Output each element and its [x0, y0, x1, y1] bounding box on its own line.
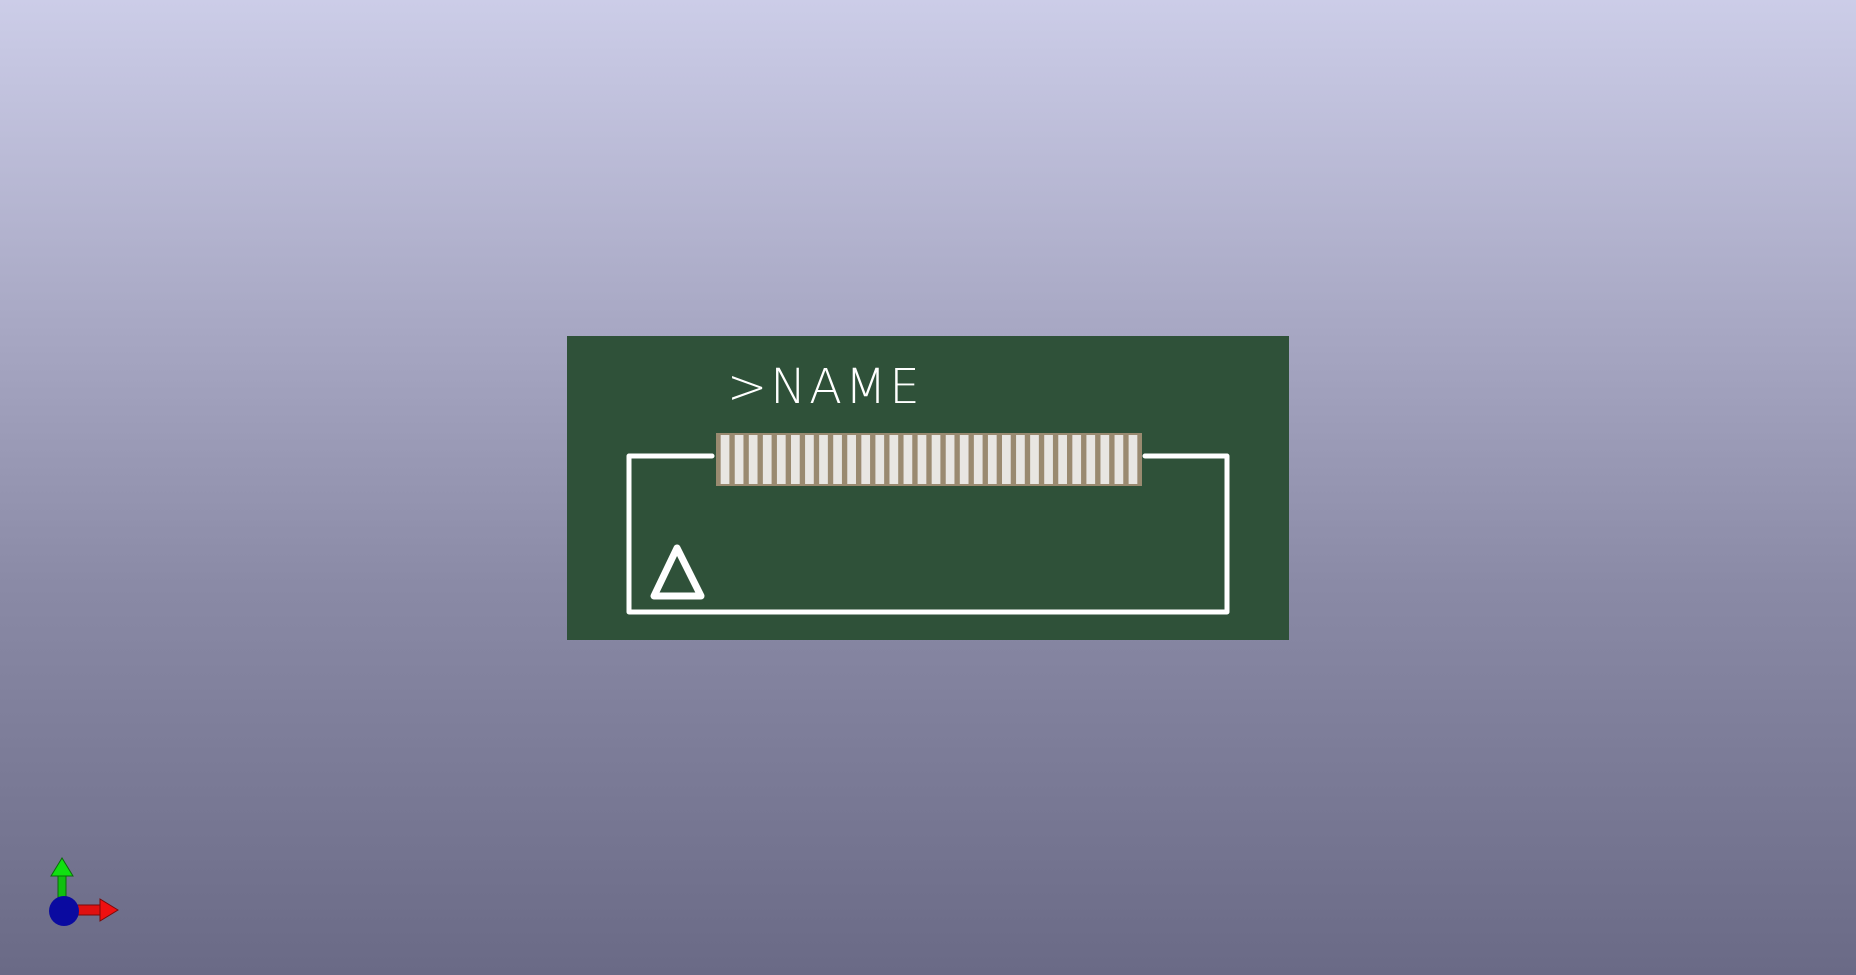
connector-pad — [973, 435, 983, 484]
connector-pad — [917, 435, 927, 484]
connector-pad — [819, 435, 828, 484]
connector-pad — [833, 435, 842, 484]
z-axis-sphere-icon — [49, 896, 79, 926]
connector-pads — [716, 433, 1142, 486]
connector-pad — [1058, 435, 1067, 484]
connector-pad — [1030, 435, 1039, 484]
y-axis-arrow-icon — [50, 857, 74, 877]
reference-designator-label: >NAME — [727, 359, 923, 415]
connector-pad — [1128, 435, 1138, 484]
connector-pad — [1002, 435, 1011, 484]
connector-pad — [1086, 435, 1096, 484]
pad-row-frame — [716, 433, 1142, 486]
connector-pad — [748, 435, 758, 484]
connector-pad — [1044, 435, 1053, 484]
connector-pad — [734, 435, 744, 484]
connector-pad — [861, 435, 871, 484]
connector-pad — [776, 435, 786, 484]
connector-pad — [1072, 435, 1082, 484]
connector-pad — [931, 435, 941, 484]
connector-pad — [945, 435, 955, 484]
connector-pad — [720, 435, 730, 484]
footprint-drawing: >NAME — [626, 359, 1230, 615]
pin1-marker-triangle — [650, 544, 705, 600]
connector-pad — [1016, 435, 1025, 484]
connector-pad — [959, 435, 969, 484]
silkscreen-outline — [626, 453, 1230, 615]
connector-pad — [1100, 435, 1110, 484]
connector-pad — [889, 435, 899, 484]
x-axis-arrow-icon — [99, 898, 119, 922]
connector-pad — [903, 435, 913, 484]
pcb-footprint-board[interactable]: >NAME — [567, 336, 1289, 640]
axis-orientation-gizmo — [49, 857, 119, 926]
connector-pad — [987, 435, 997, 484]
connector-pad — [1114, 435, 1124, 484]
connector-pad — [791, 435, 800, 484]
connector-pad — [762, 435, 772, 484]
connector-pad — [847, 435, 856, 484]
connector-pad — [805, 435, 814, 484]
connector-pad — [875, 435, 885, 484]
